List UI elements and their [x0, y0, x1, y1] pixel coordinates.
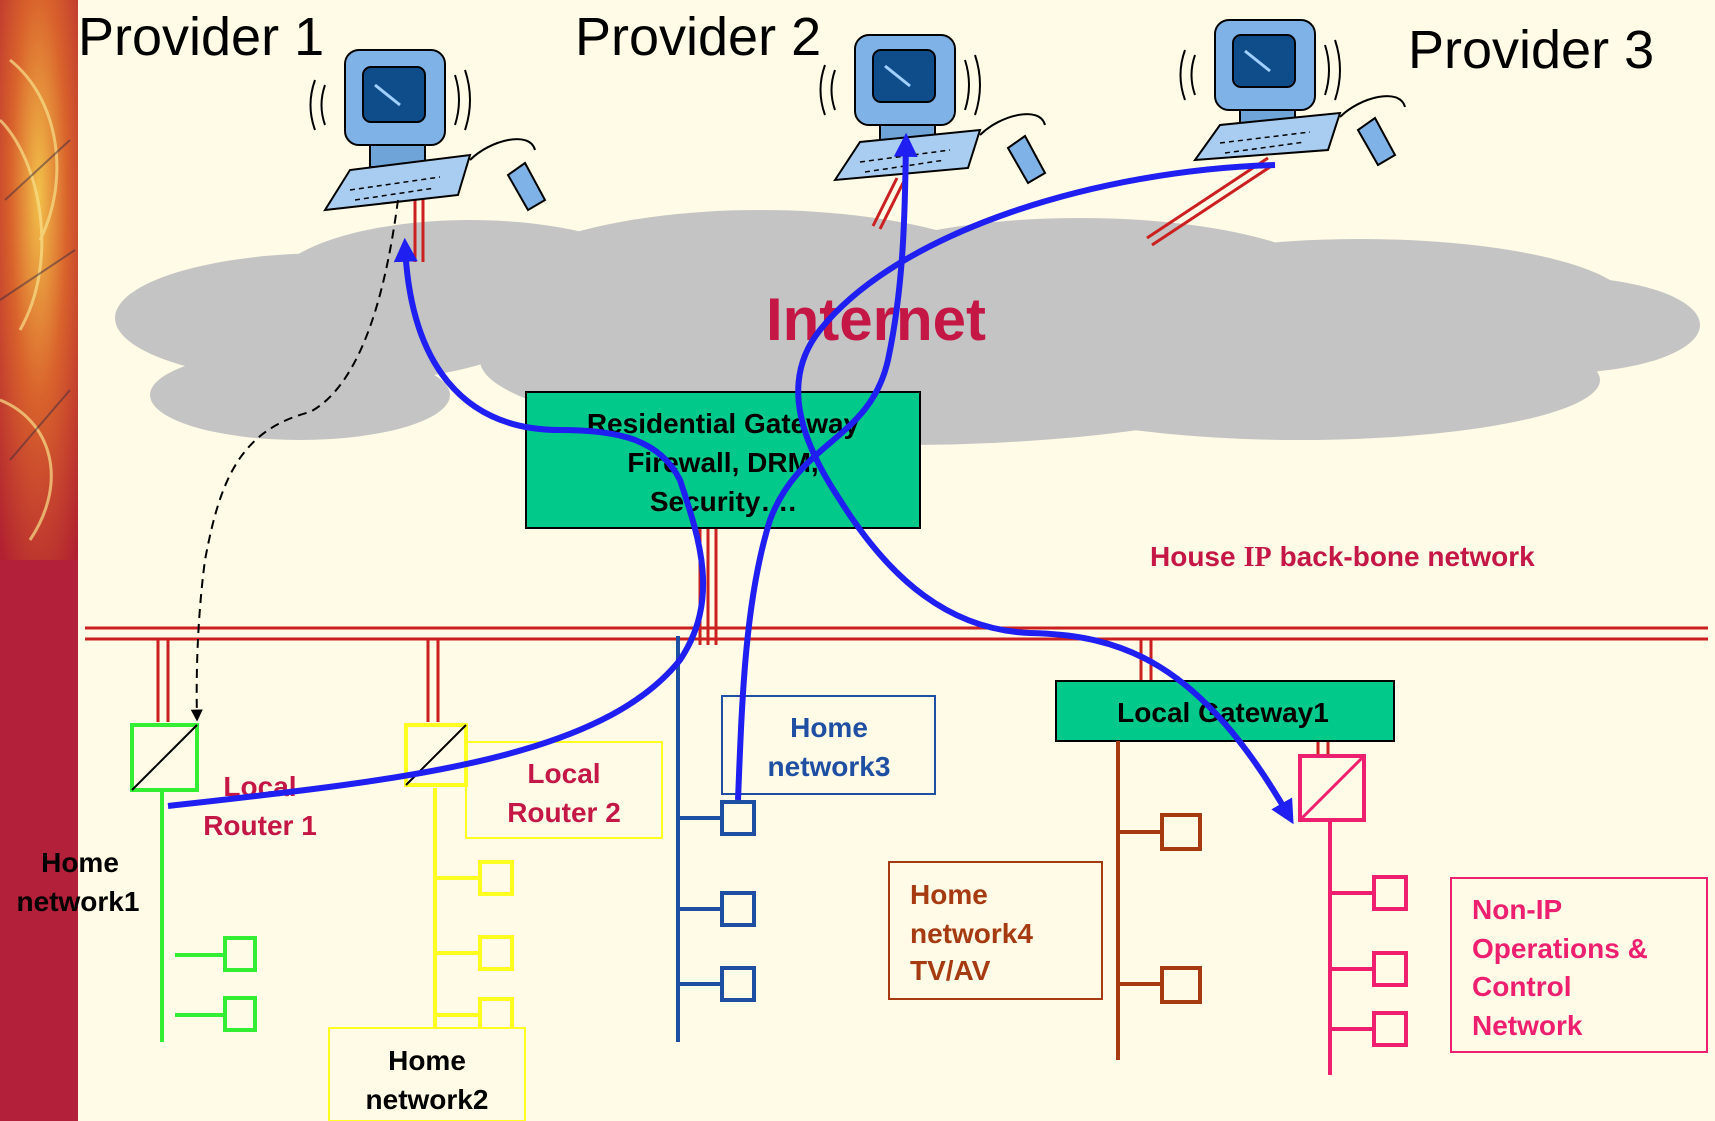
residential-gateway-line-1: Residential Gateway [587, 408, 860, 439]
ip-backbone [85, 626, 1708, 641]
backbone-label-suffix: back-bone network [1280, 541, 1536, 572]
home-network-1 [160, 790, 257, 1042]
non-ip-gateway [1298, 754, 1366, 822]
dashed-management-path [190, 199, 399, 722]
network-4-label-line-2: network4 [910, 918, 1033, 949]
router-2-label-line-1: Local [527, 758, 600, 789]
non-ip-label-line-4: Network [1472, 1010, 1583, 1041]
network-2-label-line-1: Home [388, 1045, 466, 1076]
home-network-2 [433, 788, 514, 1042]
backbone-label-ip: IP [1244, 542, 1272, 573]
residential-gateway-box [525, 391, 921, 529]
non-ip-network [1328, 822, 1408, 1075]
flow-provider3-to-non-ip [795, 162, 1294, 825]
non-ip-label-line-1: Non-IP [1472, 894, 1562, 925]
non-ip-label-box [1450, 877, 1708, 1053]
network-3-label-line-2: network3 [768, 751, 891, 782]
provider-3-label: Provider 3 [1408, 20, 1654, 80]
router-2-label-box [465, 741, 663, 839]
traffic-flows [167, 132, 1294, 825]
network-2-label-line-2: network2 [366, 1084, 489, 1115]
network-1-label-line-2: network1 [17, 886, 140, 917]
flow-provider1-to-router1 [167, 237, 707, 809]
network-4-label-line-1: Home [910, 879, 988, 910]
provider-2-label: Provider 2 [575, 7, 821, 67]
provider-1-computer [309, 49, 547, 212]
provider-1-label: Provider 1 [78, 7, 324, 67]
router-1 [130, 723, 199, 792]
network-1-label-line-1: Home [41, 847, 119, 878]
flow-provider2-to-network3 [735, 132, 918, 801]
internet-label: Internet [766, 286, 986, 353]
provider-2-computer [819, 34, 1047, 185]
non-ip-label-line-2: Operations & [1472, 933, 1648, 964]
home-network-4 [1116, 741, 1202, 1060]
network-4-label-line-3: TV/AV [910, 955, 991, 986]
backbone-label-prefix: House [1150, 541, 1236, 572]
network-4-label-box [888, 861, 1103, 1000]
backbone-label: House IP back-bone network [1150, 541, 1535, 573]
left-art-strip [0, 0, 168, 1121]
network-3-label-box [721, 695, 936, 795]
local-gateway-box [1055, 680, 1395, 742]
network-2-label-box [328, 1027, 526, 1121]
non-ip-label-line-3: Control [1472, 971, 1572, 1002]
provider-3-computer [1179, 19, 1406, 167]
router-1-label-line-2: Router 1 [203, 810, 317, 841]
network-3-label-line-1: Home [790, 712, 868, 743]
home-network-3 [676, 636, 756, 1042]
router-2-label-line-2: Router 2 [507, 797, 621, 828]
